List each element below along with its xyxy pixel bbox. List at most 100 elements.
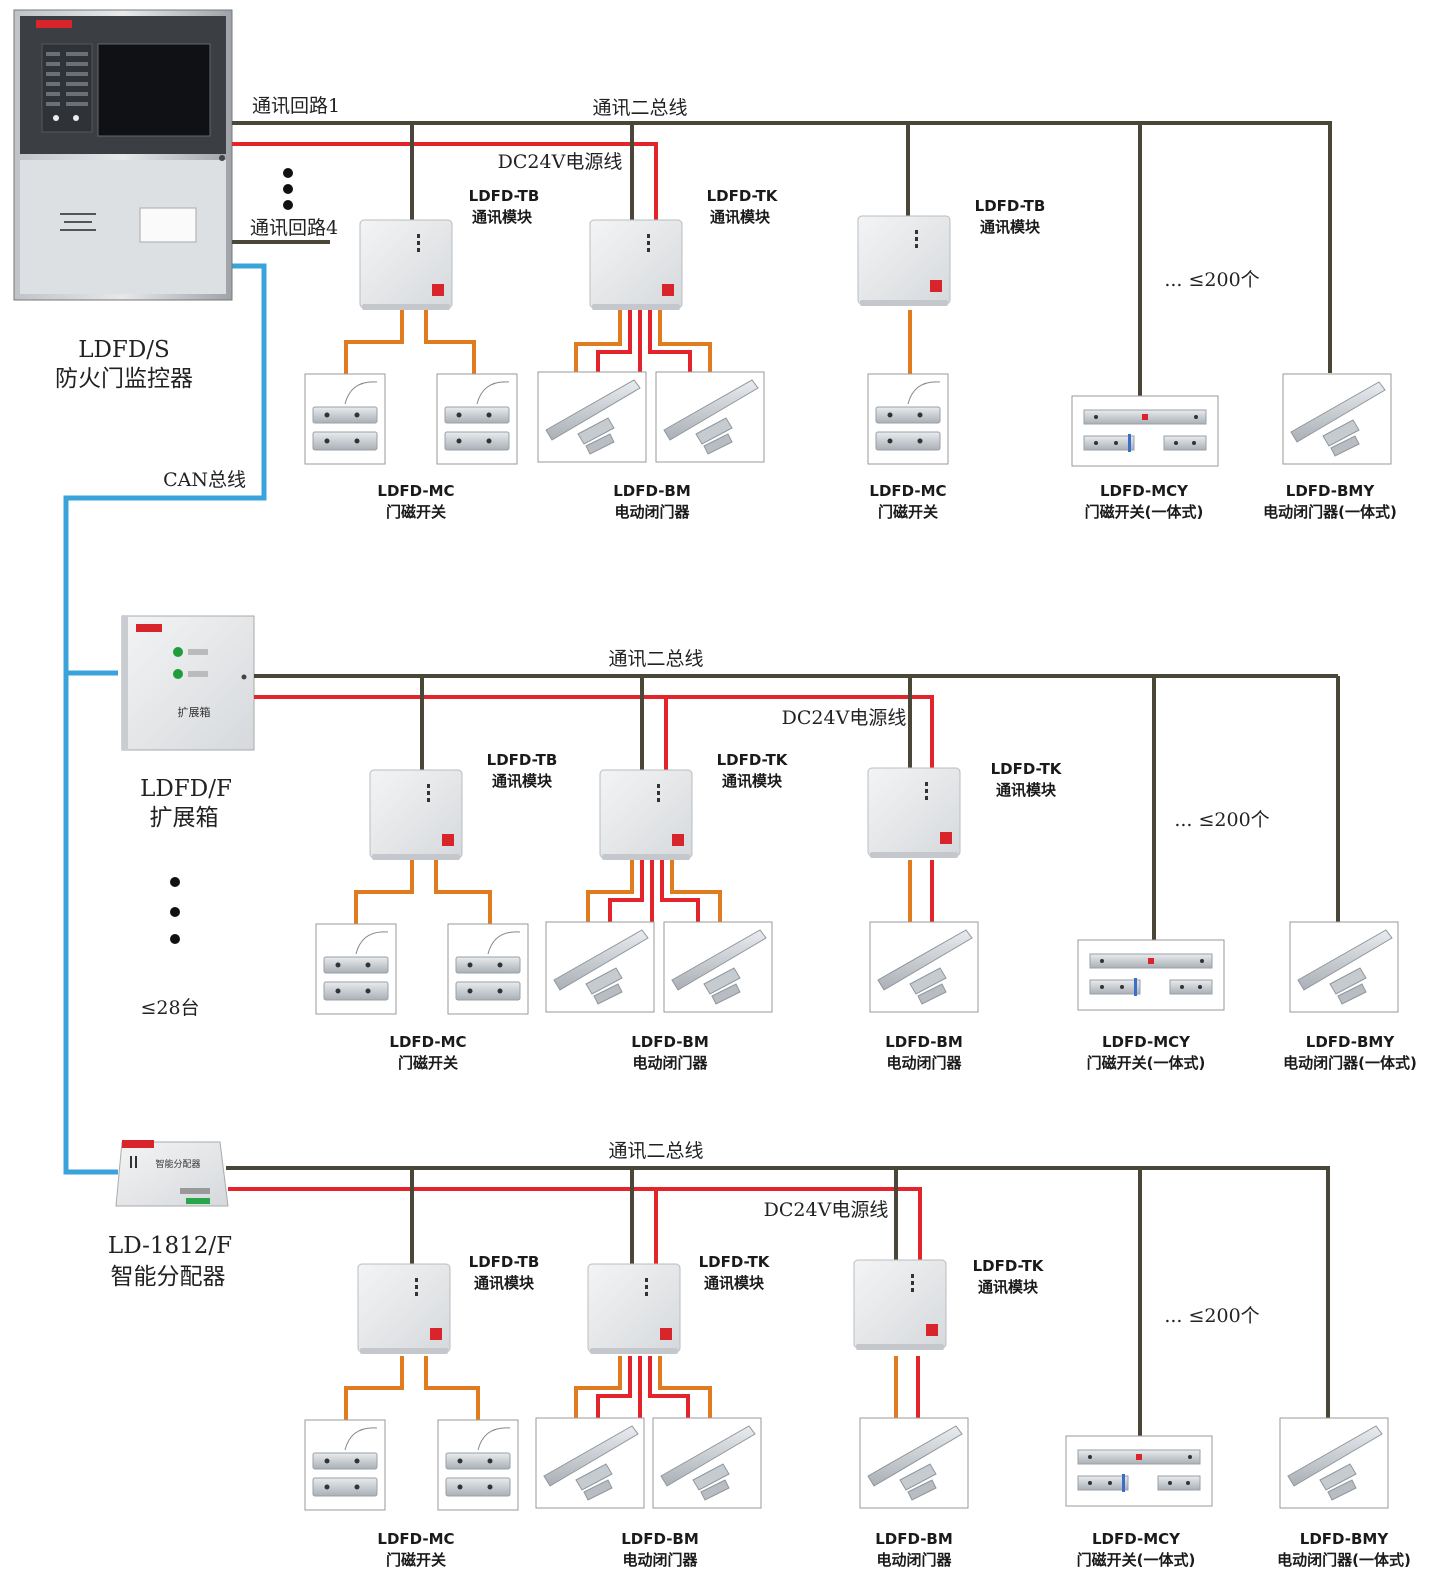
section-1-power-label: DC24V电源线: [498, 151, 623, 173]
section-1-tb-name: 通讯模块: [472, 208, 533, 226]
can-bus-line: [63, 263, 267, 1175]
section-3-closer-3: [859, 1417, 969, 1509]
section-2-module-tk-2: [867, 767, 961, 859]
section-1-module-tb-2: [857, 215, 951, 307]
distributor-box: [115, 1140, 229, 1207]
section-3-closer-1: [535, 1417, 645, 1509]
s1-mc-name: 门磁开关: [386, 503, 446, 521]
s3-bm2-model: LDFD-BM: [875, 1530, 953, 1548]
section-2-mag-switch-1: [315, 923, 397, 1015]
section-1-count-label: ... ≤200个: [1164, 269, 1259, 291]
expansion-box-plate: 扩展箱: [178, 705, 211, 719]
expansion-ellipsis: [170, 877, 180, 944]
s2-mcy-name: 门磁开关(一体式): [1087, 1054, 1206, 1072]
section-1-closer-2: [655, 371, 765, 463]
s1-mcy-model: LDFD-MCY: [1100, 482, 1189, 500]
section-1-module-tk: [589, 219, 683, 311]
s3-mc-name: 门磁开关: [386, 1551, 446, 1569]
section-2-module-tk: [599, 769, 693, 861]
section-1-closer-1: [537, 371, 647, 463]
s1-mc2-model: LDFD-MC: [869, 482, 946, 500]
expansion-model: LDFD/F: [140, 776, 232, 802]
section-1-mag-switch-3: [867, 373, 949, 465]
s3-bm-name: 电动闭门器: [622, 1551, 698, 1569]
s2-mcy-model: LDFD-MCY: [1102, 1033, 1191, 1051]
s1-bm-model: LDFD-BM: [613, 482, 691, 500]
section-2-closer-3: [869, 921, 979, 1013]
s3-tb-model: LDFD-TB: [469, 1253, 540, 1271]
expansion-name: 扩展箱: [150, 805, 219, 831]
s1-mc-model: LDFD-MC: [377, 482, 454, 500]
section-3-bus-label: 通讯二总线: [608, 1140, 703, 1162]
s3-bmy-name: 电动闭门器(一体式): [1277, 1551, 1411, 1569]
section-1-wiring: [232, 121, 1332, 398]
s2-tk-model: LDFD-TK: [717, 751, 789, 769]
s3-bm2-name: 电动闭门器: [876, 1551, 952, 1569]
section-3-module-tb: [357, 1263, 451, 1355]
section-2-closer-2: [663, 921, 773, 1013]
s2-tb-model: LDFD-TB: [487, 751, 558, 769]
expansion-count: ≤28台: [140, 997, 199, 1019]
section-3-mag-integrated: [1065, 1435, 1213, 1507]
s2-bmy-name: 电动闭门器(一体式): [1283, 1054, 1417, 1072]
section-1-tb2-name: 通讯模块: [980, 218, 1041, 236]
controller-cabinet: [13, 9, 233, 301]
s1-bmy-name: 电动闭门器(一体式): [1263, 503, 1397, 521]
section-3-wiring: [226, 1166, 1330, 1436]
section-3-mag-switch-2: [437, 1419, 519, 1511]
distributor-model: LD-1812/F: [108, 1233, 232, 1259]
s2-bm-name: 电动闭门器: [632, 1054, 708, 1072]
loop1-label: 通讯回路1: [252, 95, 340, 117]
section-2-wiring: [254, 674, 1340, 940]
section-3-mag-switch-1: [304, 1419, 386, 1511]
section-1-bus-label: 通讯二总线: [592, 97, 687, 119]
section-1-tb-model: LDFD-TB: [469, 187, 540, 205]
section-3-module-tk: [587, 1263, 681, 1355]
s2-mc-model: LDFD-MC: [389, 1033, 466, 1051]
s2-tk-name: 通讯模块: [722, 772, 783, 790]
s2-bm-model: LDFD-BM: [631, 1033, 709, 1051]
section-3-closer-integrated: [1279, 1417, 1389, 1509]
section-1-mag-switch-2: [436, 373, 518, 465]
s1-mcy-name: 门磁开关(一体式): [1085, 503, 1204, 521]
section-1-tk-model: LDFD-TK: [707, 187, 779, 205]
s2-bm2-model: LDFD-BM: [885, 1033, 963, 1051]
loop-ellipsis: [283, 168, 293, 210]
section-1-closer-integrated: [1282, 373, 1392, 465]
section-2-module-tb: [369, 769, 463, 861]
s2-mc-name: 门磁开关: [398, 1054, 458, 1072]
can-bus-label: CAN总线: [163, 469, 246, 491]
section-1-tb2-model: LDFD-TB: [975, 197, 1046, 215]
s3-mcy-model: LDFD-MCY: [1092, 1530, 1181, 1548]
section-2-mag-switch-2: [447, 923, 529, 1015]
s1-bm-name: 电动闭门器: [614, 503, 690, 521]
section-2-mag-integrated: [1077, 939, 1225, 1011]
s3-tb-name: 通讯模块: [474, 1274, 535, 1292]
section-3-count-label: ... ≤200个: [1164, 1305, 1259, 1327]
s1-mc2-name: 门磁开关: [878, 503, 938, 521]
s3-tk2-model: LDFD-TK: [973, 1257, 1045, 1275]
s3-bmy-model: LDFD-BMY: [1300, 1530, 1390, 1548]
s3-bm-model: LDFD-BM: [621, 1530, 699, 1548]
section-2-power-label: DC24V电源线: [782, 707, 907, 729]
s2-tk2-model: LDFD-TK: [991, 760, 1063, 778]
controller-name: 防火门监控器: [55, 366, 193, 392]
s3-mc-model: LDFD-MC: [377, 1530, 454, 1548]
section-3-power-label: DC24V电源线: [764, 1199, 889, 1221]
s1-bmy-model: LDFD-BMY: [1286, 482, 1376, 500]
section-2-count-label: ... ≤200个: [1174, 809, 1269, 831]
section-1-module-tb: [359, 219, 453, 311]
loop4-label: 通讯回路4: [250, 217, 338, 239]
s2-tk2-name: 通讯模块: [996, 781, 1057, 799]
s2-bmy-model: LDFD-BMY: [1306, 1033, 1396, 1051]
section-1-mag-integrated: [1071, 395, 1219, 467]
section-2-closer-integrated: [1289, 921, 1399, 1013]
s3-tk-model: LDFD-TK: [699, 1253, 771, 1271]
controller-model: LDFD/S: [78, 337, 170, 363]
section-2-bus-label: 通讯二总线: [608, 648, 703, 670]
section-1-mag-switch-1: [304, 373, 386, 465]
s3-tk2-name: 通讯模块: [978, 1278, 1039, 1296]
distributor-name: 智能分配器: [111, 1264, 226, 1290]
section-3-module-tk-2: [853, 1259, 947, 1351]
